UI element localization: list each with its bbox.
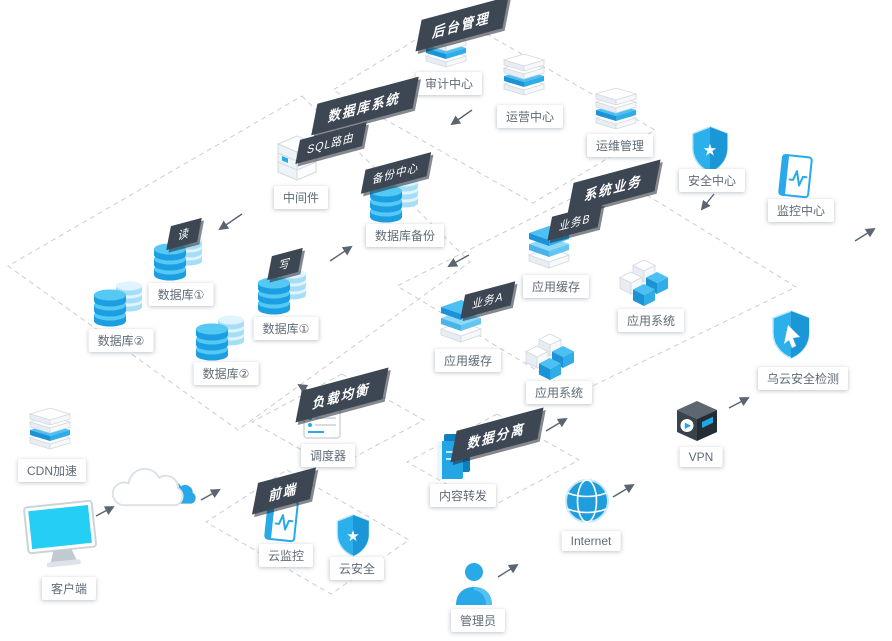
label-app-cache-a: 应用缓存 xyxy=(434,349,502,372)
cloud-security-shield-icon xyxy=(336,514,370,557)
app-system-b-icon xyxy=(619,259,669,307)
connector-arrow xyxy=(854,227,876,242)
app-system-a-icon xyxy=(525,333,575,381)
platform-backend xyxy=(332,15,656,204)
wooyun-security-shield-icon xyxy=(772,310,810,359)
admin-person-icon xyxy=(456,563,492,605)
label-read-db1: 数据库① xyxy=(148,283,214,306)
label-wooyun-security: 乌云安全检测 xyxy=(757,367,849,390)
label-scheduler: 调度器 xyxy=(300,444,356,467)
cdn-icon xyxy=(29,408,71,450)
label-app-cache-b: 应用缓存 xyxy=(522,275,590,298)
label-read-db2: 数据库② xyxy=(88,329,154,352)
label-monitor-center: 监控中心 xyxy=(767,199,835,222)
platform-frontend xyxy=(205,469,410,595)
connector-arrow xyxy=(700,193,715,211)
label-vpn: VPN xyxy=(679,447,723,467)
cloud-icon xyxy=(111,467,197,507)
connector-arrow xyxy=(497,563,519,578)
operation-center-icon xyxy=(503,54,545,96)
devops-management-icon xyxy=(595,88,637,130)
connector-arrow xyxy=(329,245,353,262)
monitor-center-icon xyxy=(777,153,814,199)
label-app-system-a: 应用系统 xyxy=(525,381,593,404)
platform-database-system xyxy=(7,95,471,431)
platform-load-balance xyxy=(250,373,426,469)
write-database2-icon xyxy=(196,315,244,361)
connector-arrow xyxy=(728,397,750,409)
label-devops: 运维管理 xyxy=(586,134,654,157)
connector-arrow xyxy=(218,213,243,231)
label-admin: 管理员 xyxy=(450,609,506,632)
connector-arrow xyxy=(612,483,635,498)
label-cdn: CDN加速 xyxy=(18,459,86,482)
label-content-forward: 内容转发 xyxy=(429,484,497,507)
label-middleware: 中间件 xyxy=(273,186,329,209)
label-cloud-monitor: 云监控 xyxy=(258,544,314,567)
vpn-cube-icon xyxy=(677,401,717,441)
connector-arrow xyxy=(450,109,473,126)
label-write-db2: 数据库② xyxy=(193,362,259,385)
label-security-center: 安全中心 xyxy=(678,169,746,192)
connector-arrow xyxy=(545,417,568,432)
internet-globe-icon xyxy=(565,479,609,523)
label-app-system-b: 应用系统 xyxy=(617,309,685,332)
client-monitor-icon xyxy=(22,500,99,571)
label-operation-center: 运营中心 xyxy=(496,105,564,128)
connector-arrow xyxy=(95,506,115,517)
label-write-db1: 数据库① xyxy=(253,317,319,340)
security-center-shield-icon xyxy=(691,126,729,173)
label-client: 客户端 xyxy=(41,577,97,600)
label-cloud-security: 云安全 xyxy=(329,557,385,580)
connector-arrow xyxy=(200,489,221,501)
write-database1-icon xyxy=(258,269,306,315)
label-audit-center: 审计中心 xyxy=(415,72,483,95)
label-database-backup: 数据库备份 xyxy=(365,224,445,247)
read-database2-icon xyxy=(94,281,142,327)
connector-arrow xyxy=(447,254,470,267)
label-internet: Internet xyxy=(561,531,621,551)
